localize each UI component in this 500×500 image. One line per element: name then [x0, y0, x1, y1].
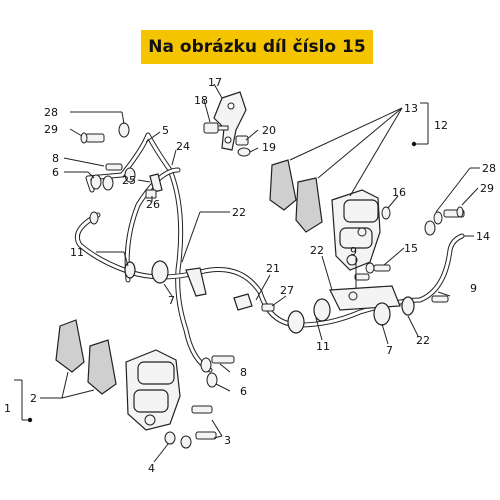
- group-marker-1: [27, 417, 33, 423]
- callout-17: 17: [208, 76, 222, 89]
- callout-8: 8: [240, 366, 247, 379]
- brake-hose-middle: [124, 167, 181, 283]
- callout-25: 25: [122, 174, 136, 187]
- callout-15: 15: [404, 242, 418, 255]
- callout-21: 21: [266, 262, 280, 275]
- group-marker-12: [411, 141, 417, 147]
- callout-7: 7: [386, 344, 393, 357]
- callout-8: 8: [52, 152, 59, 165]
- callout-22: 22: [232, 206, 246, 219]
- callout-16: 16: [392, 186, 406, 199]
- brake-hose-long: [74, 212, 465, 328]
- callout-2: 2: [30, 392, 37, 405]
- callout-13: 13: [404, 102, 418, 115]
- callout-20: 20: [262, 124, 276, 137]
- callout-6: 6: [52, 166, 59, 179]
- caliper-bolts-lower: [164, 405, 217, 449]
- callout-5: 5: [162, 124, 169, 137]
- callout-29: 29: [44, 123, 58, 136]
- brake-caliper-lower-icon: [125, 349, 181, 431]
- nut-20: [235, 135, 249, 146]
- callout-11: 11: [316, 340, 330, 353]
- banjo-fitting-lower: [200, 355, 235, 388]
- callout-19: 19: [262, 141, 276, 154]
- brake-pad-lower-icon: [55, 319, 117, 395]
- callout-3: 3: [224, 434, 231, 447]
- callout-24: 24: [176, 140, 190, 153]
- clip-26: [145, 189, 157, 199]
- callout-11: 11: [70, 246, 84, 259]
- callout-9: 9: [350, 245, 357, 258]
- banjo-fitting-top-left: [80, 122, 136, 225]
- callout-1: 1: [4, 402, 11, 415]
- banner-title: Na obrázku díl číslo 15: [148, 37, 366, 57]
- brake-caliper-icon: [331, 189, 381, 271]
- callout-14: 14: [476, 230, 490, 243]
- clip-25: [149, 173, 163, 193]
- callout-22: 22: [416, 334, 430, 347]
- bracket-icon: [213, 91, 247, 151]
- bolt-18: [203, 122, 229, 134]
- bleed-screw-16: [381, 206, 391, 220]
- brake-hose-left: [85, 132, 213, 373]
- callout-9: 9: [470, 282, 477, 295]
- callout-18: 18: [194, 94, 208, 107]
- callout-28: 28: [482, 162, 496, 175]
- washer-15: [365, 262, 391, 274]
- title-banner: Na obrázku díl číslo 15: [141, 30, 373, 64]
- leader-lines: [14, 83, 480, 463]
- callout-12: 12: [434, 119, 448, 132]
- callout-22: 22: [310, 244, 324, 257]
- banjo-fitting-right: [424, 206, 465, 236]
- callout-6: 6: [240, 385, 247, 398]
- callout-4: 4: [148, 462, 155, 475]
- callout-28: 28: [44, 106, 58, 119]
- washer-19: [237, 147, 251, 157]
- callout-7: 7: [168, 294, 175, 307]
- callout-labels: 28 29 8 6 5 24 25 26 17 18 20 19 13 12 2…: [4, 76, 496, 475]
- callout-29: 29: [480, 182, 494, 195]
- hose-clamp-icon: [124, 260, 449, 334]
- callout-26: 26: [146, 198, 160, 211]
- brake-pad-icon: [269, 159, 323, 233]
- callout-27: 27: [280, 284, 294, 297]
